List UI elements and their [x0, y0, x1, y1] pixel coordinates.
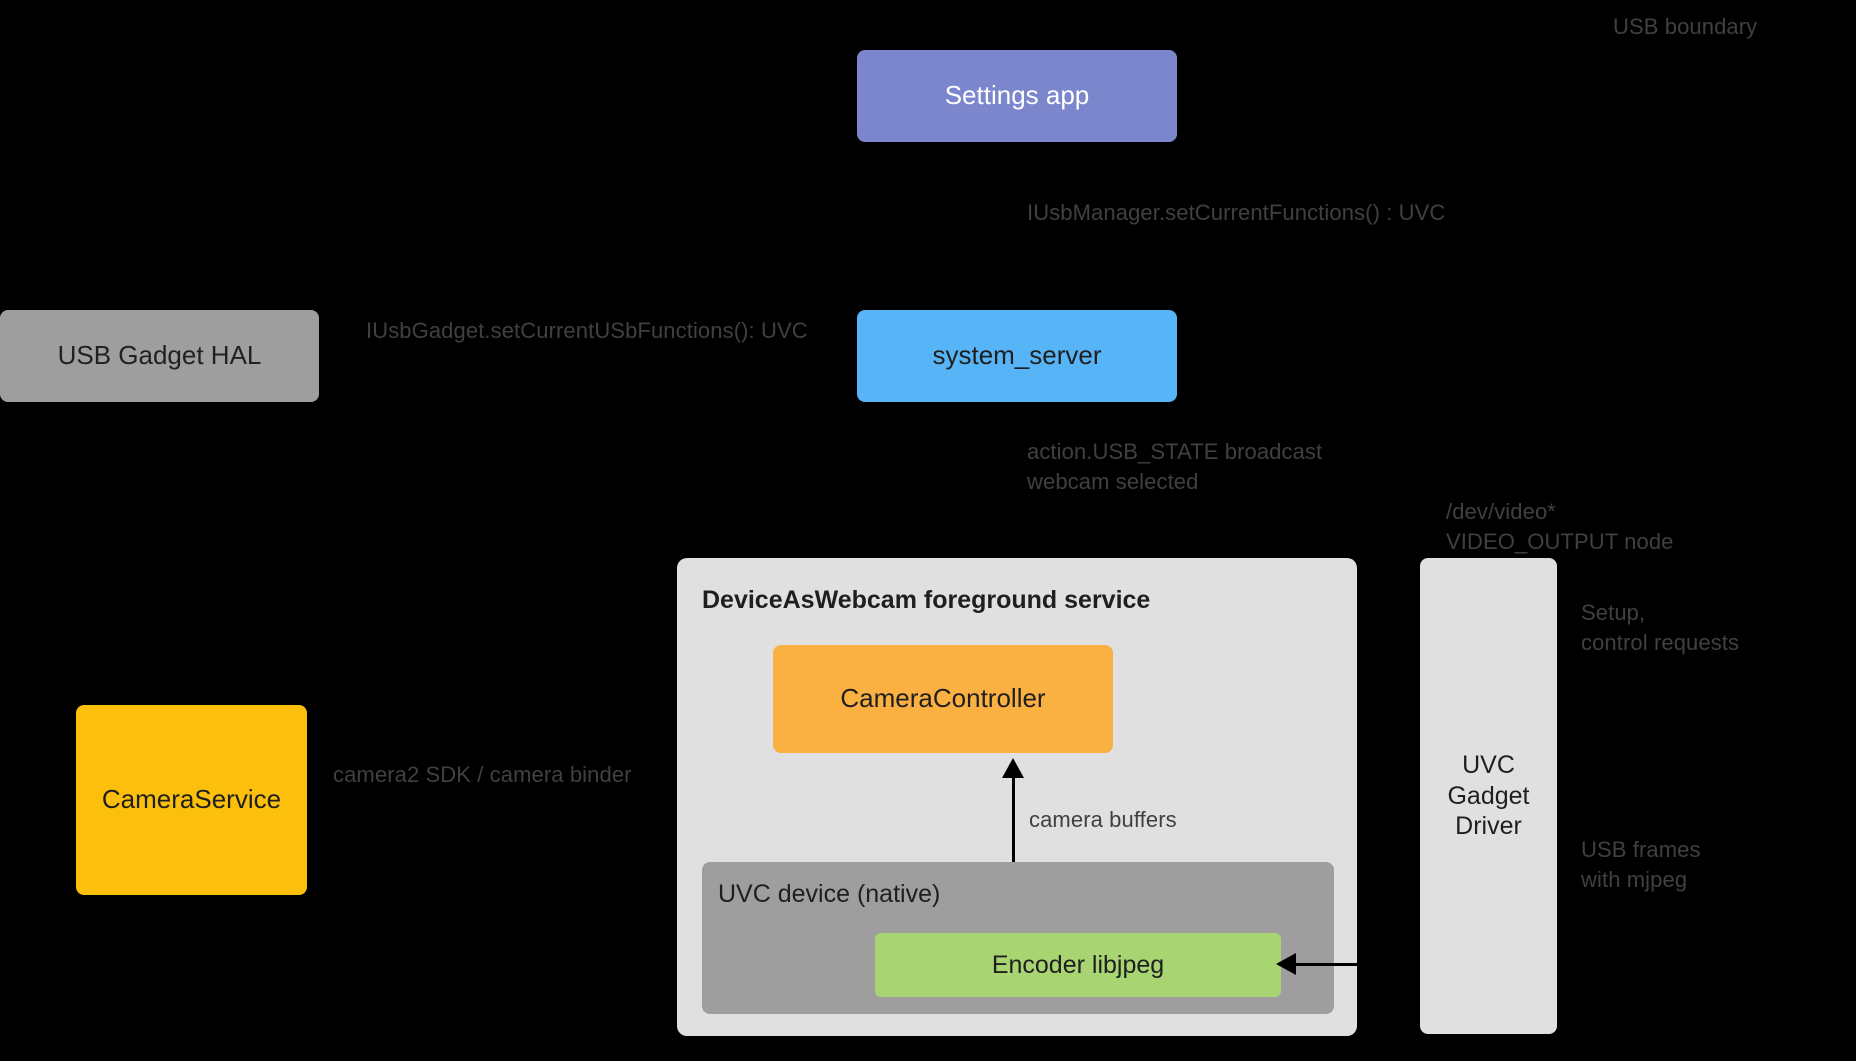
- edge-system-server-to-daw-service: [1014, 402, 1017, 558]
- panel-title-daw-foreground-service: DeviceAsWebcam foreground service: [702, 586, 1151, 614]
- edge-camera-service-to-daw-service: [307, 799, 677, 802]
- node-usb-gadget-hal[interactable]: USB Gadget HAL: [0, 310, 319, 402]
- edge-settings-to-system-server: [1014, 142, 1017, 310]
- label-dev-video-node: /dev/video* VIDEO_OUTPUT node: [1446, 499, 1674, 555]
- edge-camera-buffers-shaft: [1012, 773, 1015, 947]
- arrowhead-up-icon: [1002, 758, 1024, 778]
- node-system-server[interactable]: system_server: [857, 310, 1177, 402]
- node-uvc-gadget-driver[interactable]: UVC Gadget Driver: [1420, 558, 1557, 1034]
- label-camera2-sdk-binder: camera2 SDK / camera binder: [333, 762, 632, 787]
- edge-uvc-driver-to-encoder-shaft: [1290, 963, 1420, 966]
- label-usb-state-broadcast: action.USB_STATE broadcast webcam select…: [1027, 439, 1323, 495]
- node-camera-controller[interactable]: CameraController: [773, 645, 1113, 753]
- arrowhead-left-icon: [1276, 953, 1296, 975]
- label-iusbgadget-setcurrentusbfunctions: IUsbGadget.setCurrentUSbFunctions(): UVC: [366, 318, 808, 343]
- label-camera-buffers: camera buffers: [1029, 807, 1177, 832]
- edge-system-server-to-usb-gadget-hal: [319, 354, 857, 357]
- node-encoder-libjpeg[interactable]: Encoder libjpeg: [875, 933, 1281, 997]
- label-setup-control-requests: Setup, control requests: [1581, 600, 1740, 656]
- node-settings-app[interactable]: Settings app: [857, 50, 1177, 142]
- usb-boundary-label: USB boundary: [1613, 14, 1758, 39]
- panel-title-uvc-device-native: UVC device (native): [718, 880, 941, 908]
- label-iusbmanager-setcurrentfunctions: IUsbManager.setCurrentFunctions() : UVC: [1027, 200, 1446, 225]
- label-usb-frames-with-mjpeg: USB frames with mjpeg: [1581, 837, 1701, 893]
- node-camera-service[interactable]: CameraService: [76, 705, 307, 895]
